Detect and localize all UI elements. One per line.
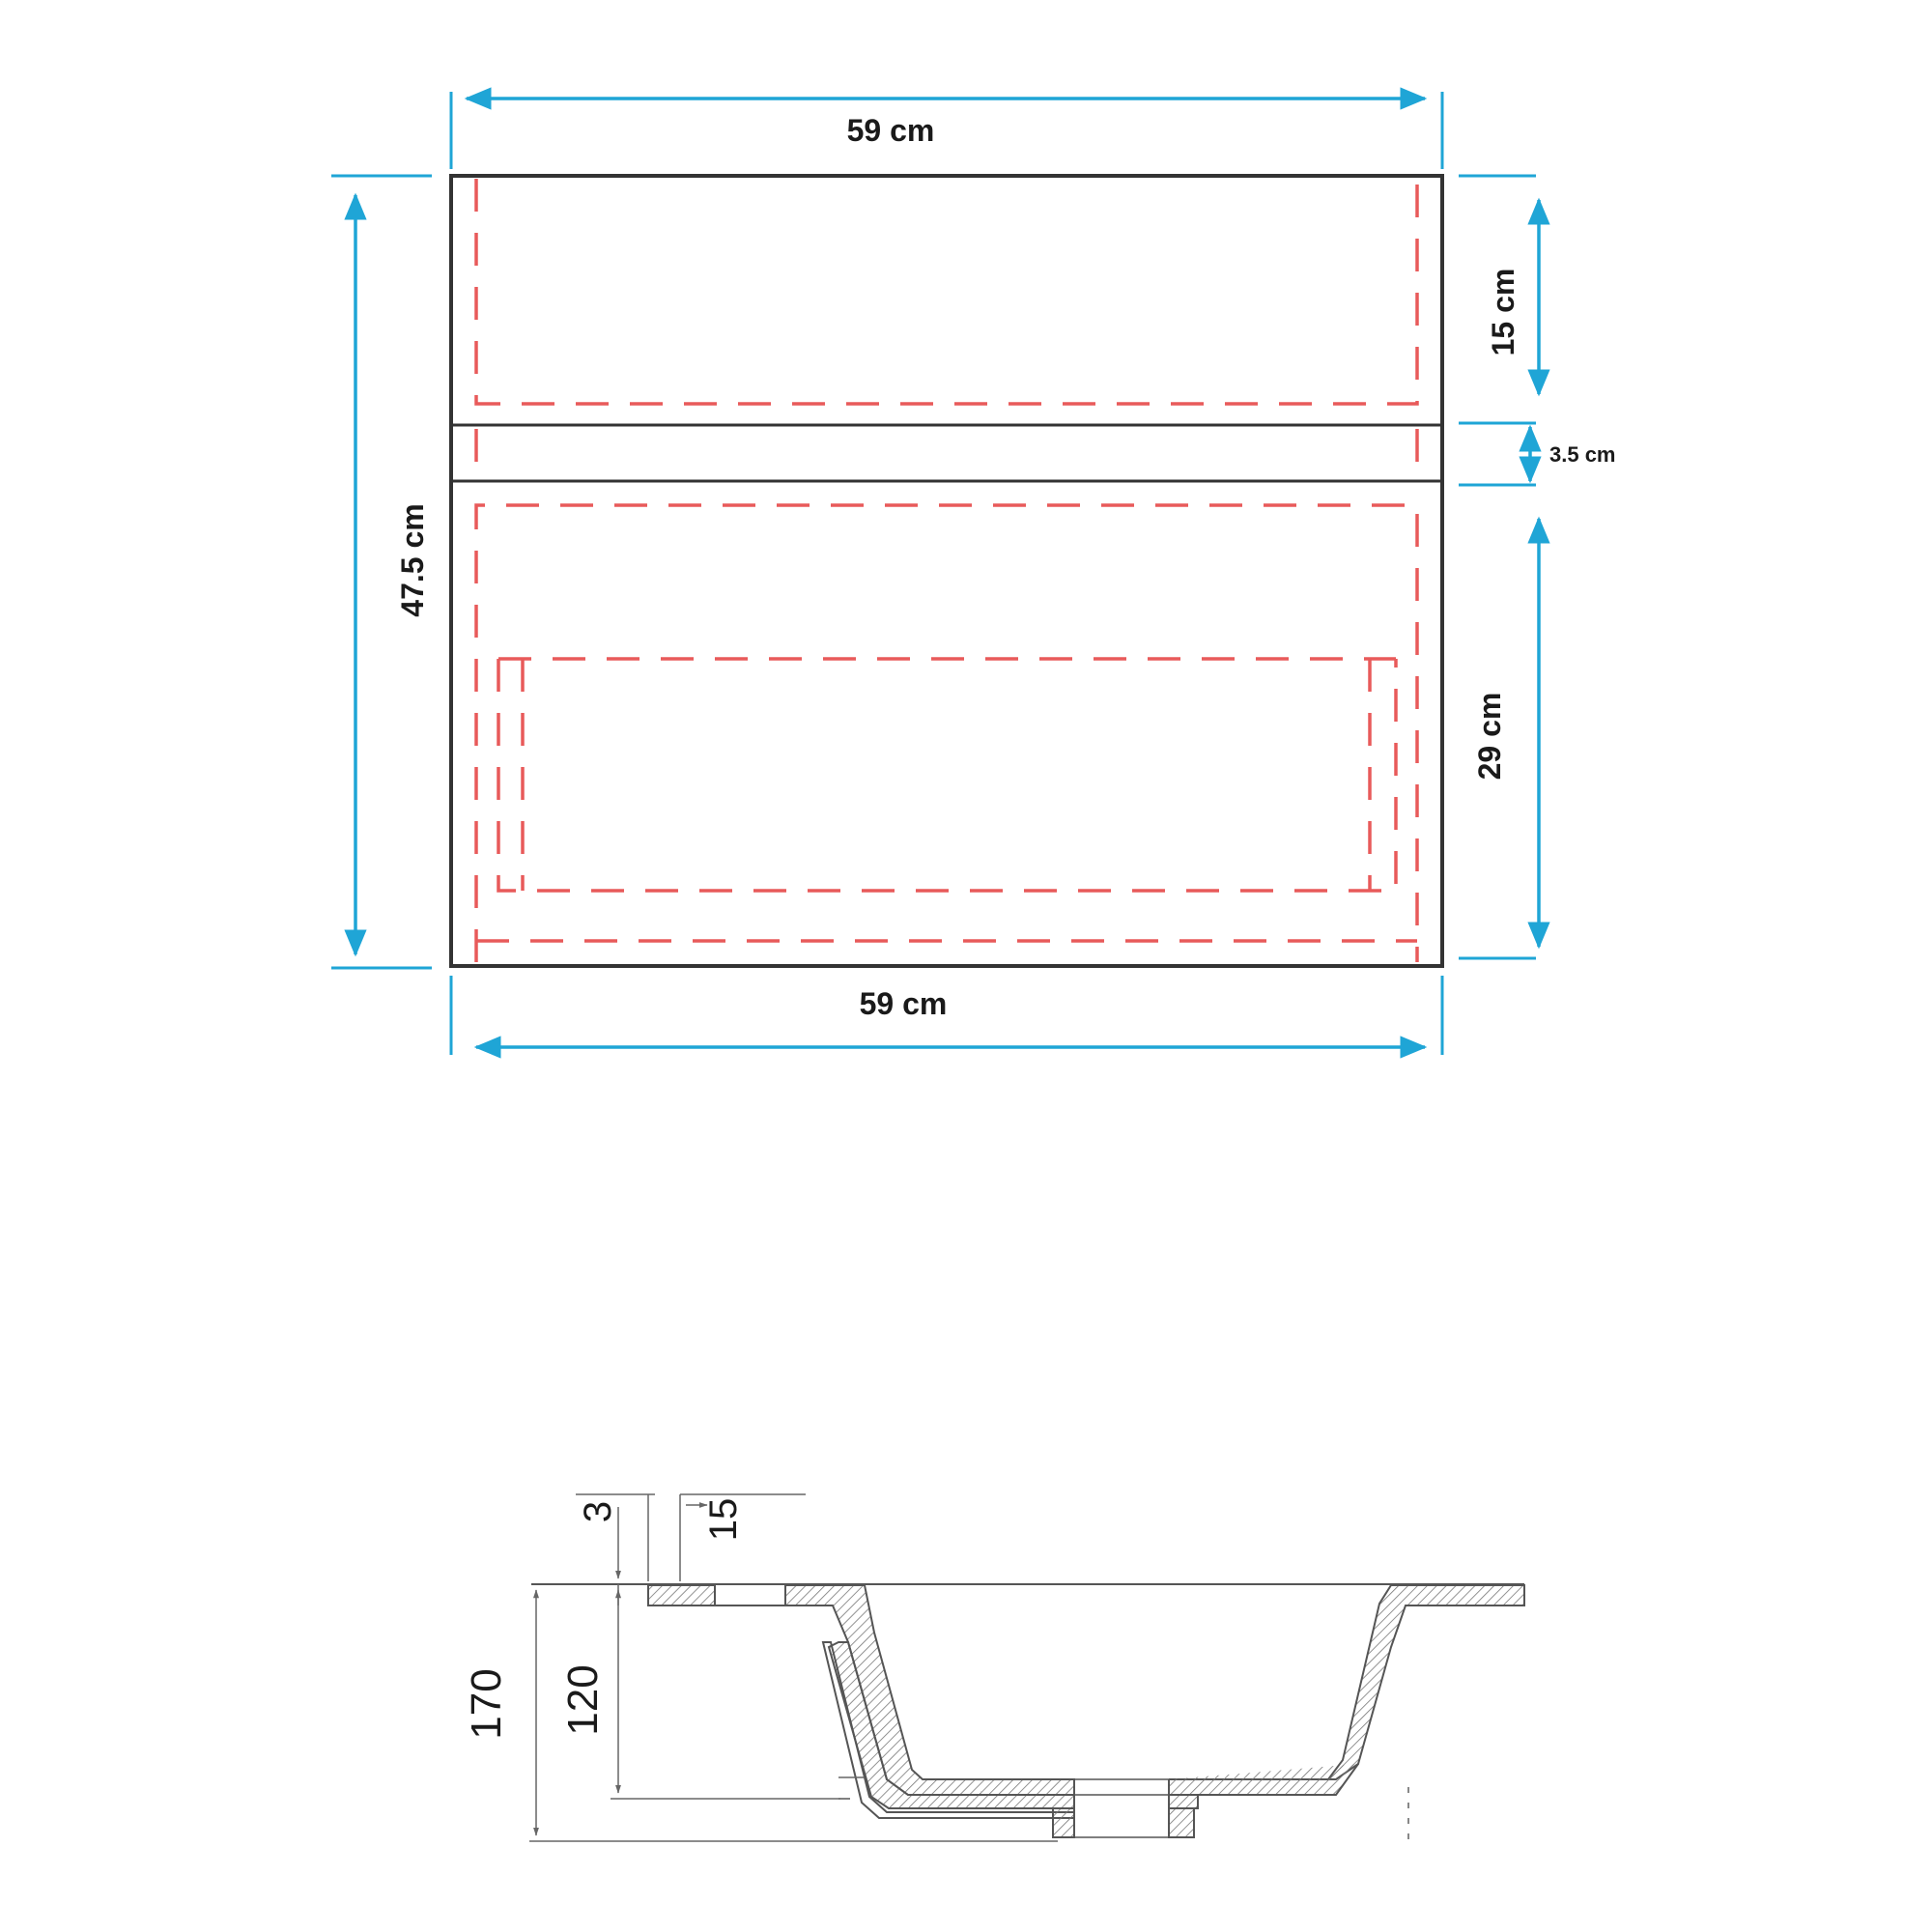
basin-cross-section: 3 15 170 120 — [463, 1493, 1525, 1843]
total-height-label: 47.5 cm — [395, 503, 430, 616]
drain-right-block — [1168, 1807, 1195, 1838]
left-wall-outer — [784, 1584, 1075, 1796]
hidden-lines — [474, 179, 1419, 962]
bottom-drawer-height-label: 29 cm — [1472, 693, 1507, 781]
section-dimension-lines — [529, 1493, 1058, 1842]
dimension-arrows — [344, 87, 1550, 1059]
bottom-width-label: 59 cm — [860, 986, 948, 1021]
dim-3-label: 3 — [577, 1501, 619, 1522]
left-rim — [647, 1584, 716, 1606]
bowl-floor-right — [1169, 1584, 1525, 1780]
top-width-label: 59 cm — [847, 113, 935, 148]
dim-15-label: 15 — [702, 1498, 745, 1542]
dim-170-label: 170 — [463, 1668, 510, 1739]
top-drawer-height-label: 15 cm — [1486, 269, 1520, 356]
cabinet-front-view: 59 cm 59 cm 47.5 cm 15 cm 3.5 cm 29 cm — [331, 87, 1616, 1059]
cabinet-outline — [449, 174, 1444, 968]
dim-120-label: 120 — [559, 1664, 607, 1735]
drain-left-block — [1052, 1807, 1075, 1838]
extension-lines — [331, 92, 1536, 1055]
bowl-floor-under-right — [1168, 1763, 1359, 1796]
rail-height-label: 3.5 cm — [1549, 442, 1616, 467]
